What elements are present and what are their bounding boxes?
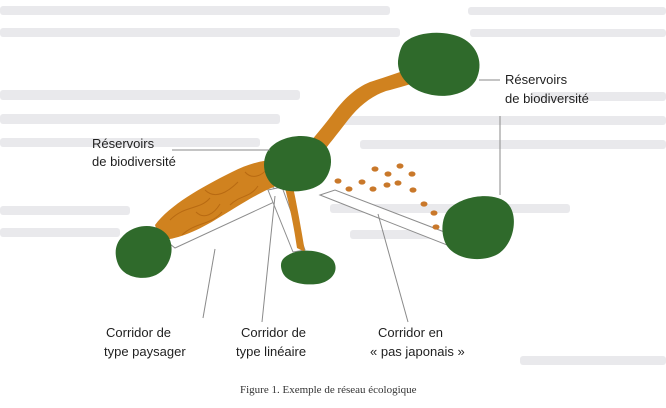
stepping-stone (431, 210, 438, 215)
label-corridor-stepping-line2: « pas japonais » (370, 344, 465, 359)
label-corridor-stepping-line1: Corridor en (378, 325, 443, 340)
stepping-stone (370, 186, 377, 191)
background-text-lines (0, 6, 666, 365)
label-corridor-linear-line2: type linéaire (236, 344, 306, 359)
label-reservoir-right-line2: de biodiversité (505, 91, 589, 106)
label-reservoir-right-line1: Réservoirs (505, 72, 568, 87)
figure-caption: Figure 1. Exemple de réseau écologique (240, 384, 417, 396)
stepping-stone (385, 171, 392, 176)
label-reservoir-center-line2: de biodiversité (92, 154, 176, 169)
stepping-stone (384, 182, 391, 187)
reservoir-top-right (398, 33, 480, 96)
stepping-stone (397, 163, 404, 168)
reservoir-center (264, 136, 331, 191)
reservoir-bottom-small (281, 251, 336, 285)
stepping-stone (359, 179, 366, 184)
reservoir-left (116, 226, 172, 278)
reservoir-right (442, 196, 513, 259)
label-reservoir-center-line1: Réservoirs (92, 136, 155, 151)
stepping-stone (346, 186, 353, 191)
stepping-stone (372, 166, 379, 171)
stepping-stone (410, 187, 417, 192)
label-corridor-linear-line1: Corridor de (241, 325, 306, 340)
stepping-stone (433, 224, 440, 229)
label-corridor-landscape-line1: Corridor de (106, 325, 171, 340)
stepping-stone (421, 201, 428, 206)
stepping-stone (335, 178, 342, 183)
label-corridor-landscape-line2: type paysager (104, 344, 186, 359)
stepping-stone (395, 180, 402, 185)
stepping-stone (409, 171, 416, 176)
